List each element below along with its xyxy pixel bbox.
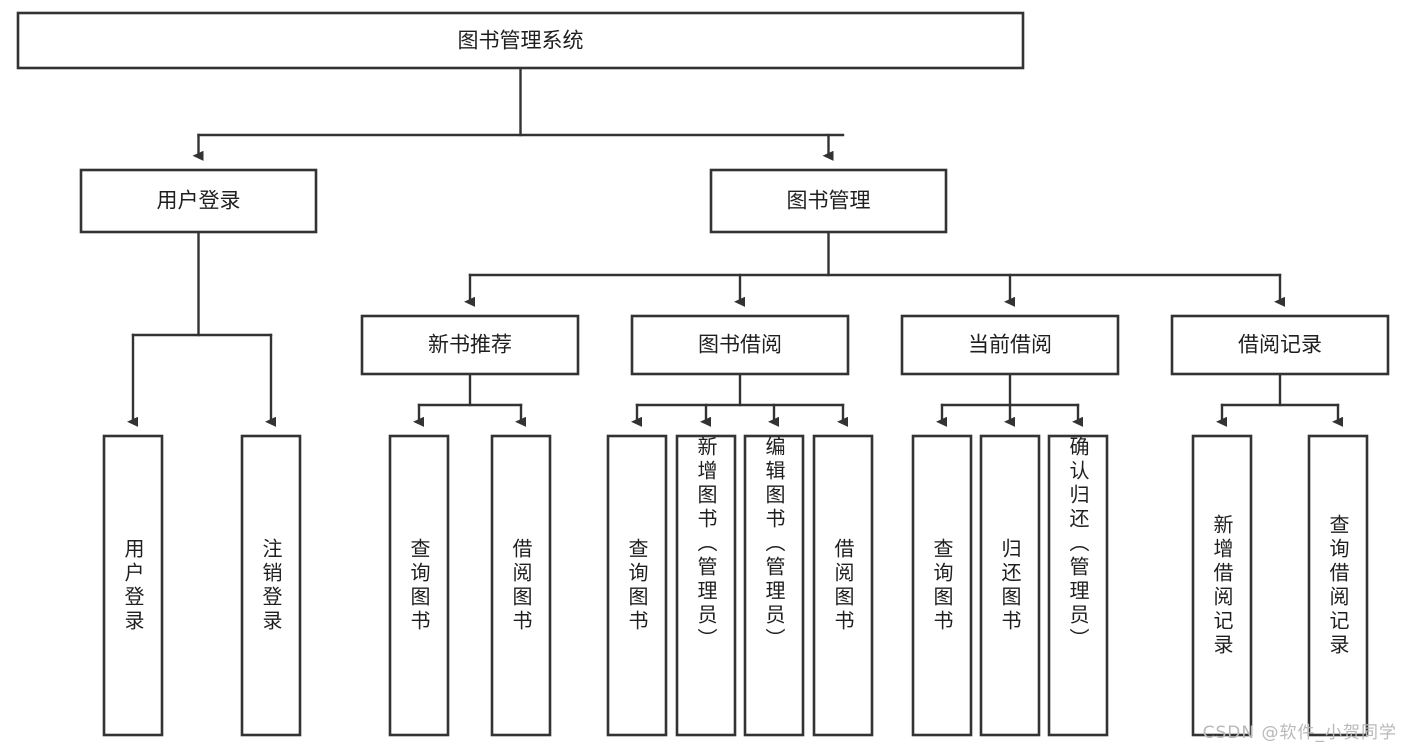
node-new-book-recommend-box[interactable] — [360, 314, 580, 376]
leaf-box-query-book-1[interactable] — [388, 434, 450, 737]
leaf-box-confirm-return-admin[interactable] — [1047, 434, 1109, 737]
node-book-manage[interactable]: 图书管理 — [709, 168, 948, 234]
node-root-system-label: 图书管理系统 — [458, 29, 584, 53]
leaf-box-edit-book-admin[interactable] — [743, 434, 805, 737]
leaf-box-query-borrow-record[interactable] — [1307, 434, 1369, 737]
leaf-box-return-book[interactable] — [979, 434, 1041, 737]
connector-group-current-borrow — [942, 372, 1078, 422]
node-current-borrow[interactable]: 当前借阅 — [900, 314, 1120, 376]
node-user-login-box[interactable] — [79, 168, 318, 234]
node-book-borrow[interactable]: 图书借阅 — [630, 314, 850, 376]
node-book-manage-label: 图书管理 — [787, 189, 871, 213]
node-borrow-record-label: 借阅记录 — [1238, 333, 1322, 357]
connector-group-book-manage — [470, 230, 1280, 302]
node-borrow-record[interactable]: 借阅记录 — [1170, 314, 1390, 376]
node-current-borrow-box[interactable] — [900, 314, 1120, 376]
connector-group-user-login — [133, 230, 271, 422]
node-book-borrow-label: 图书借阅 — [698, 333, 782, 357]
connector-group-borrow-record — [1222, 372, 1338, 422]
node-user-login[interactable]: 用户登录 — [79, 168, 318, 234]
node-borrow-record-box[interactable] — [1170, 314, 1390, 376]
leaf-box-logout[interactable] — [240, 434, 302, 737]
connector-group-root — [199, 66, 845, 156]
leaf-box-query-book-2[interactable] — [606, 434, 668, 737]
leaf-box-add-book-admin[interactable] — [675, 434, 737, 737]
leaf-box-user-login[interactable] — [102, 434, 164, 737]
node-new-book-recommend-label: 新书推荐 — [428, 333, 512, 357]
leaf-box-borrow-book-1[interactable] — [490, 434, 552, 737]
node-current-borrow-label: 当前借阅 — [968, 333, 1052, 357]
leaf-boxes — [102, 434, 1369, 737]
connector-group-book-borrow — [637, 372, 843, 422]
leaf-box-add-borrow-record[interactable] — [1191, 434, 1253, 737]
leaf-box-query-book-3[interactable] — [911, 434, 973, 737]
node-new-book-recommend[interactable]: 新书推荐 — [360, 314, 580, 376]
node-root-system[interactable]: 图书管理系统 — [16, 11, 1025, 70]
connector-group-new-book-recommend — [419, 372, 521, 422]
node-root-system-box[interactable] — [16, 11, 1025, 70]
leaf-box-borrow-book-2[interactable] — [812, 434, 874, 737]
node-book-manage-box[interactable] — [709, 168, 948, 234]
node-user-login-label: 用户登录 — [157, 189, 241, 213]
node-book-borrow-box[interactable] — [630, 314, 850, 376]
